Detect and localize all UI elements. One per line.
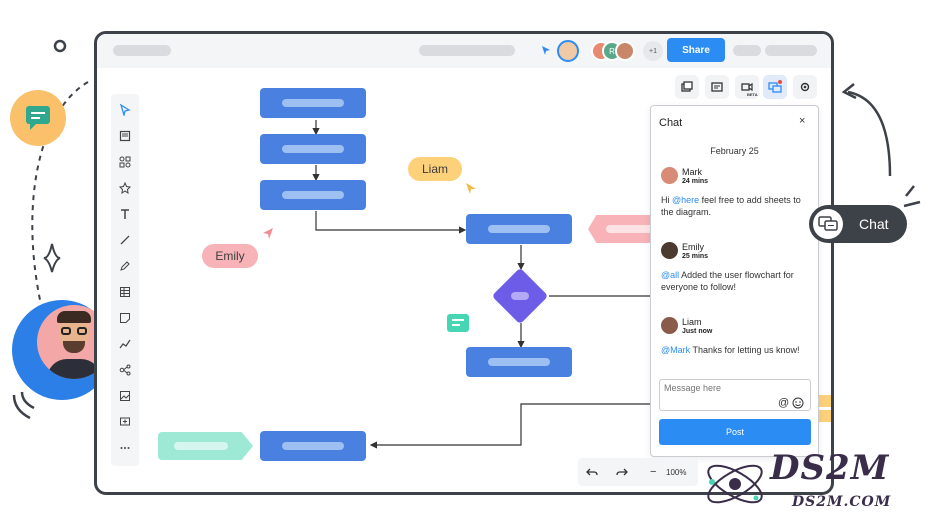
atom-logo-icon <box>707 464 763 504</box>
text-icon[interactable] <box>115 204 135 224</box>
title-placeholder[interactable] <box>419 45 515 56</box>
sticky-note-icon[interactable] <box>115 308 135 328</box>
flow-node[interactable] <box>260 134 366 164</box>
comment-icon[interactable] <box>705 75 729 99</box>
more-icon[interactable] <box>115 438 135 458</box>
gear-icon[interactable] <box>793 75 817 99</box>
decision-bar <box>511 292 529 300</box>
message-input[interactable] <box>664 383 774 393</box>
beta-label: BETA <box>747 92 758 97</box>
comment-marker-icon[interactable] <box>447 314 469 332</box>
flow-node[interactable] <box>260 431 366 461</box>
chat-bubble-icon <box>10 90 66 146</box>
bottom-controls: − 100% <box>578 458 698 486</box>
collaborator-avatar[interactable] <box>615 41 635 61</box>
yellow-note[interactable] <box>819 395 831 407</box>
flow-node[interactable] <box>260 88 366 118</box>
message-text: @all Added the user flowchart for everyo… <box>661 270 794 292</box>
mention-icon[interactable]: @ <box>778 397 790 409</box>
share-button[interactable]: Share <box>667 38 725 62</box>
message-author: Liam <box>682 317 702 327</box>
toolbar-placeholder[interactable] <box>765 45 817 56</box>
logo-url: DS2M.COM <box>792 494 892 510</box>
close-icon[interactable]: × <box>799 115 806 127</box>
emily-cursor-tag: Emily <box>202 244 258 268</box>
yellow-note[interactable] <box>819 410 831 422</box>
star-icon[interactable] <box>115 178 135 198</box>
avatar <box>661 317 678 334</box>
note-icon[interactable] <box>115 126 135 146</box>
top-bar: R +1 Share <box>97 34 831 68</box>
left-toolbar <box>111 94 139 466</box>
table-icon[interactable] <box>115 282 135 302</box>
toolbar-placeholder[interactable] <box>733 45 761 56</box>
present-icon[interactable] <box>675 75 699 99</box>
chat-panel: Chat × February 25 Mark 24 mins Hi @here… <box>650 105 819 457</box>
message-time: 25 mins <box>682 253 709 260</box>
flow-node[interactable] <box>466 347 572 377</box>
line-icon[interactable] <box>115 230 135 250</box>
chart-icon[interactable] <box>115 334 135 354</box>
message-time: Just now <box>682 328 713 335</box>
chat-date: February 25 <box>710 146 759 156</box>
flowchart-connectors <box>312 120 650 449</box>
message-time: 24 mins <box>682 178 709 185</box>
menu-placeholder[interactable] <box>113 45 171 56</box>
post-button[interactable]: Post <box>659 419 811 445</box>
cursor-icon <box>542 46 550 55</box>
shapes-icon[interactable] <box>115 152 135 172</box>
chat-badge-label: Chat <box>859 216 889 232</box>
message-text: Hi @here feel free to add sheets to the … <box>661 195 801 217</box>
image-icon[interactable] <box>115 386 135 406</box>
embed-icon[interactable] <box>115 412 135 432</box>
pen-icon[interactable] <box>115 256 135 276</box>
chat-title: Chat <box>659 117 683 129</box>
flow-node[interactable] <box>260 180 366 210</box>
message-author: Emily <box>682 242 704 252</box>
avatar <box>661 242 678 259</box>
redo-icon[interactable] <box>616 466 628 478</box>
zoom-out-button[interactable]: − <box>650 466 657 478</box>
chat-badge: Chat <box>809 205 907 243</box>
chat-icon <box>813 209 843 239</box>
emily-cursor-icon <box>263 228 273 239</box>
logo: DS2M <box>770 448 890 488</box>
app-window: R +1 Share BETA <box>94 31 834 495</box>
liam-cursor-icon <box>466 183 476 194</box>
teal-note[interactable] <box>158 432 253 460</box>
emoji-icon[interactable] <box>792 397 804 409</box>
pink-note[interactable] <box>588 215 658 243</box>
mindmap-icon[interactable] <box>115 360 135 380</box>
more-collaborators-badge[interactable]: +1 <box>643 41 663 61</box>
flow-node[interactable] <box>466 214 572 244</box>
message-text: @Mark Thanks for letting us know! <box>661 345 800 355</box>
collaborator-avatar[interactable] <box>557 40 579 62</box>
message-input-box: @ <box>659 379 811 411</box>
chat-icon[interactable] <box>763 75 787 99</box>
avatar <box>661 167 678 184</box>
liam-cursor-tag: Liam <box>408 157 462 181</box>
select-icon[interactable] <box>115 100 135 120</box>
video-icon[interactable] <box>735 75 759 99</box>
zoom-level: 100% <box>666 468 687 477</box>
message-author: Mark <box>682 167 702 177</box>
undo-icon[interactable] <box>586 466 598 478</box>
